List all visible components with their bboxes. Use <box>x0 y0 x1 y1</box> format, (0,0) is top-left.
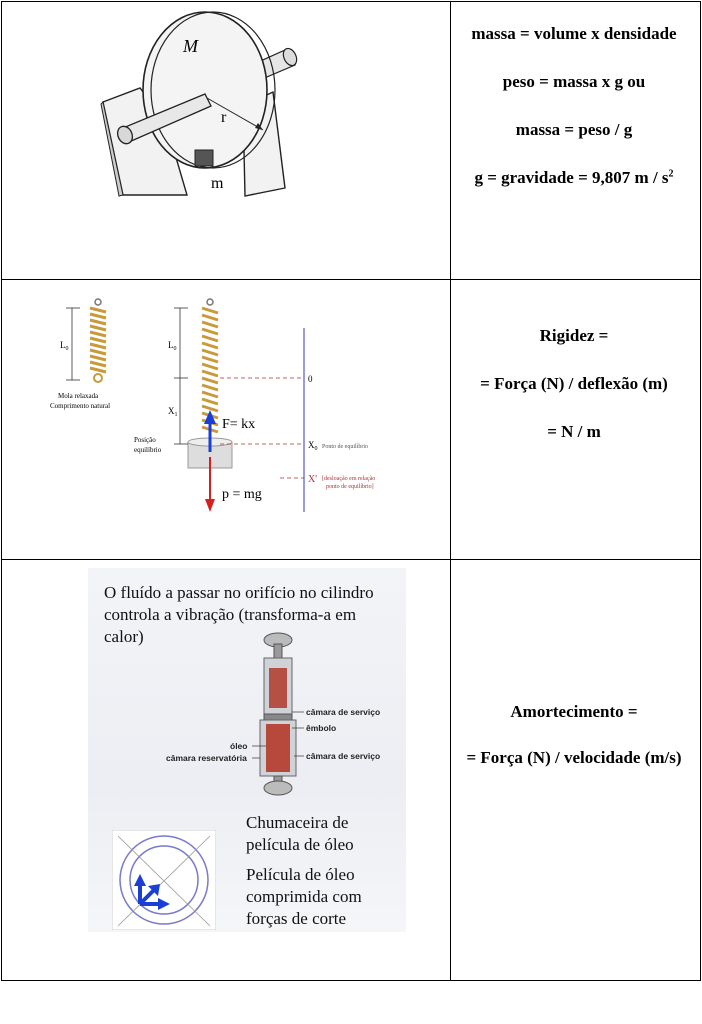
shock-absorber-diagram: câmara de serviço êmbolo óleo câmara de … <box>166 632 380 796</box>
formula-rigidez: Rigidez = <box>539 326 609 345</box>
relaxed-spring <box>66 298 107 383</box>
label-camara-servico-2: câmara de serviço <box>306 751 380 761</box>
caption-top-line-1: O fluído a passar no orifício no cilindr… <box>104 583 374 602</box>
formula-amortecimento: Amortecimento = <box>510 702 638 721</box>
formula-mass: massa = volume x densidade <box>471 24 677 43</box>
label-L0-b: L0 <box>168 340 177 352</box>
label-oleo: óleo <box>230 741 247 751</box>
formula-weight: peso = massa x g ou <box>502 72 646 91</box>
label-xprime-text-2: ponto de equilíbrio] <box>326 484 374 490</box>
label-embolo: êmbolo <box>306 723 336 733</box>
table-grid <box>1 1 701 981</box>
mola-caption-2: Comprimento natural <box>50 402 110 410</box>
formula-gravity: g = gravidade = 9,807 m / s2 <box>449 168 699 188</box>
column-divider <box>450 2 451 980</box>
caption-film: Película de óleo comprimida com forças d… <box>246 864 406 930</box>
formula-force-velocity: = Força (N) / velocidade (m/s) <box>466 748 682 767</box>
caption-bearing-line-2: película de óleo <box>246 835 354 854</box>
caption-film-line-3: forças de corte <box>246 909 347 928</box>
row-divider-1 <box>2 279 700 280</box>
stretched-spring <box>174 298 233 469</box>
posicao-2: equilíbrio <box>134 446 162 454</box>
label-F-kx: F= kx <box>222 417 255 432</box>
oil-film-bearing-diagram <box>112 830 216 930</box>
label-xprime-text-1: [desloação em relação <box>322 476 375 482</box>
label-zero: 0 <box>308 374 313 384</box>
label-M: M <box>182 36 199 56</box>
formula-force-deflection: = Força (N) / deflexão (m) <box>480 374 668 393</box>
caption-top-line-2: controla a vibração (transforma-a em <box>104 605 357 624</box>
label-x0-text: Ponto de equilíbrio <box>322 444 368 450</box>
caption-film-line-2: comprimida com <box>246 887 362 906</box>
formula-n-per-m: = N / m <box>547 422 601 441</box>
label-xprime: X' <box>308 474 317 485</box>
label-camara-reservatoria: câmara reservatória <box>166 753 247 763</box>
flywheel-figure: M r m <box>100 11 298 197</box>
caption-top-line-3: calor) <box>104 627 144 646</box>
spring-figure: L0 Mola relaxada Comprimento natural L0 … <box>50 298 375 512</box>
label-camara-servico-1: câmara de serviço <box>306 707 380 717</box>
damper-panel: O fluído a passar no orifício no cilindr… <box>88 568 406 932</box>
label-r: r <box>221 109 227 126</box>
caption-bearing-line-1: Chumaceira de <box>246 813 349 832</box>
caption-film-line-1: Película de óleo <box>246 865 355 884</box>
caption-top: O fluído a passar no orifício no cilindr… <box>104 582 404 648</box>
formula-mass-from-weight: massa = peso / g <box>515 120 633 139</box>
label-x0: X0 <box>308 440 318 452</box>
row2-formulas: Rigidez = = Força (N) / deflexão (m) = N… <box>449 278 699 557</box>
label-m: m <box>211 175 224 192</box>
gravity-exponent: 2 <box>668 168 674 180</box>
mola-caption-1: Mola relaxada <box>58 392 99 400</box>
caption-bearing: Chumaceira de película de óleo <box>246 812 406 856</box>
label-x1: X1 <box>168 406 178 418</box>
label-p-mg: p = mg <box>222 487 262 502</box>
row3-formulas: Amortecimento = = Força (N) / velocidade… <box>449 558 699 980</box>
row1-formulas: massa = volume x densidade peso = massa … <box>449 0 699 277</box>
label-L0-a: L0 <box>60 340 69 352</box>
row-divider-2 <box>2 559 700 560</box>
posicao-1: Posição <box>134 436 156 444</box>
gravity-text: g = gravidade = 9,807 m / s <box>474 168 669 187</box>
